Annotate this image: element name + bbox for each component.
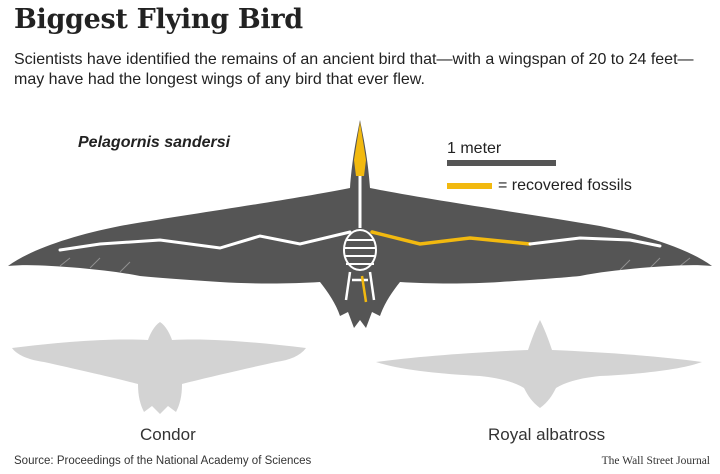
right-wing-bones-fossil <box>370 230 532 246</box>
condor-label: Condor <box>140 425 196 444</box>
right-wing-bones <box>528 236 662 248</box>
condor-silhouette <box>12 322 306 414</box>
left-wing-bones <box>58 230 352 252</box>
feather-edge <box>59 257 691 273</box>
leg-fossil <box>360 275 368 303</box>
species-label: Pelagornis sandersi <box>78 134 231 151</box>
albatross-label: Royal albatross <box>488 425 606 444</box>
page-title: Biggest Flying Bird <box>14 4 303 35</box>
scale-label: 1 meter <box>447 140 502 157</box>
scale-bar <box>447 160 556 166</box>
pelvis-legs <box>344 271 376 301</box>
legend-label: = recovered fossils <box>498 177 632 194</box>
legend-fossil-swatch <box>447 183 492 189</box>
subtitle: Scientists have identified the remains o… <box>14 51 694 88</box>
credit-note: The Wall Street Journal <box>601 455 710 467</box>
source-note: Source: Proceedings of the National Acad… <box>14 455 312 467</box>
albatross-silhouette <box>376 320 702 408</box>
ribcage <box>343 229 377 271</box>
skull-fossil <box>354 122 366 176</box>
